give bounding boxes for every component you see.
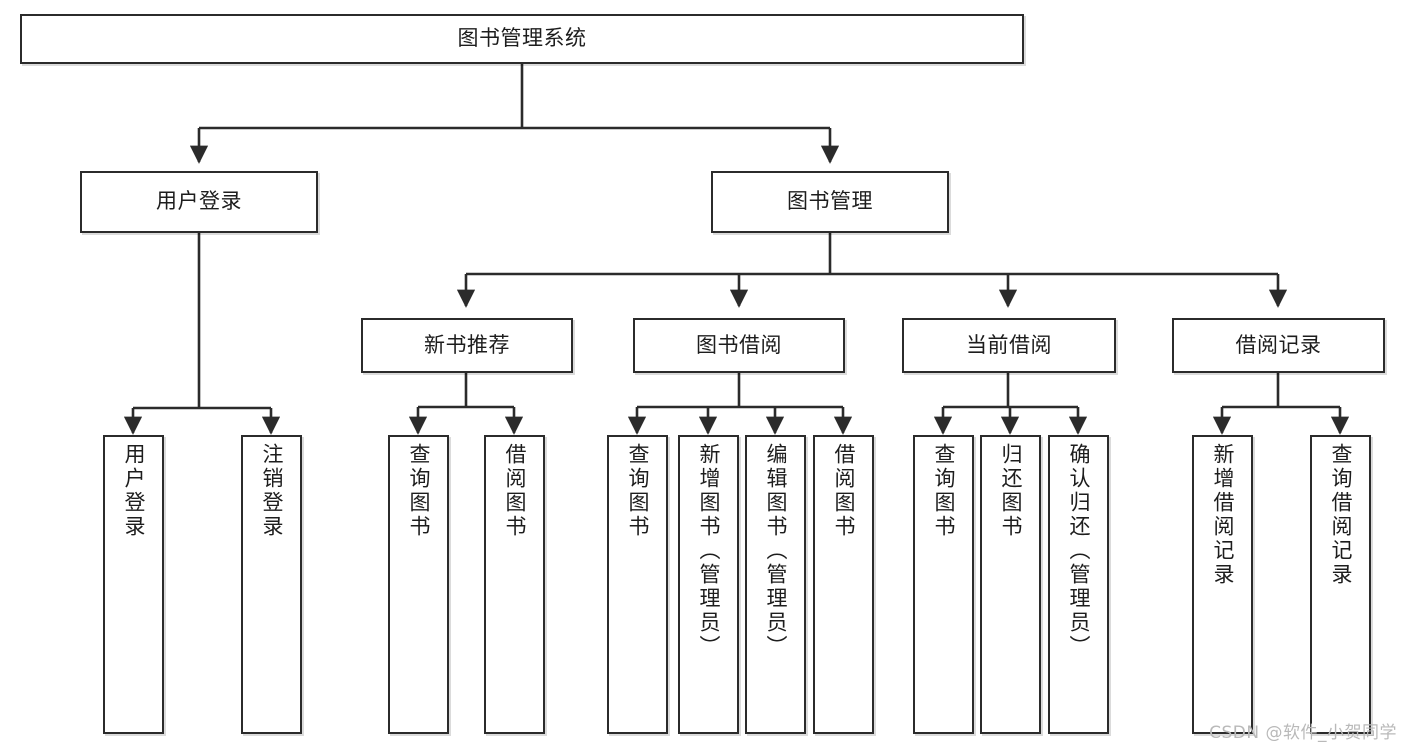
leaf-add-book[interactable]: 新增图书（管理员） bbox=[678, 435, 739, 734]
node-new-book-rec[interactable]: 新书推荐 bbox=[361, 318, 573, 373]
csdn-watermark: CSDN @软件_小贺同学 bbox=[1209, 723, 1397, 743]
node-label: 查询图书 bbox=[626, 443, 650, 539]
node-label: 用户登录 bbox=[156, 189, 242, 214]
node-label: 查询图书 bbox=[932, 443, 956, 539]
node-label: 确认归还（管理员） bbox=[1067, 443, 1091, 659]
node-label: 编辑图书（管理员） bbox=[764, 443, 788, 659]
leaf-borrow-book-2[interactable]: 借阅图书 bbox=[813, 435, 874, 734]
leaf-query-book-2[interactable]: 查询图书 bbox=[607, 435, 668, 734]
node-current-borrow[interactable]: 当前借阅 bbox=[902, 318, 1116, 373]
node-root-system[interactable]: 图书管理系统 bbox=[20, 14, 1024, 64]
node-label: 查询借阅记录 bbox=[1329, 443, 1353, 587]
node-label: 当前借阅 bbox=[966, 332, 1052, 357]
node-book-manage[interactable]: 图书管理 bbox=[711, 171, 949, 233]
leaf-query-record[interactable]: 查询借阅记录 bbox=[1310, 435, 1371, 734]
node-label: 新增借阅记录 bbox=[1211, 443, 1235, 587]
leaf-logout[interactable]: 注销登录 bbox=[241, 435, 302, 734]
node-label: 新增图书（管理员） bbox=[697, 443, 721, 659]
node-label: 借阅图书 bbox=[832, 443, 856, 539]
leaf-query-book-1[interactable]: 查询图书 bbox=[388, 435, 449, 734]
node-label: 借阅图书 bbox=[503, 443, 527, 539]
leaf-return-book[interactable]: 归还图书 bbox=[980, 435, 1041, 734]
node-label: 归还图书 bbox=[999, 443, 1023, 539]
node-label: 图书管理系统 bbox=[457, 26, 587, 51]
leaf-add-record[interactable]: 新增借阅记录 bbox=[1192, 435, 1253, 734]
node-label: 查询图书 bbox=[407, 443, 431, 539]
node-label: 图书借阅 bbox=[696, 332, 782, 357]
node-label: 新书推荐 bbox=[424, 332, 510, 357]
node-label: 借阅记录 bbox=[1235, 332, 1322, 357]
node-label: 注销登录 bbox=[260, 443, 284, 539]
leaf-confirm-return[interactable]: 确认归还（管理员） bbox=[1048, 435, 1109, 734]
node-user-login[interactable]: 用户登录 bbox=[80, 171, 318, 233]
node-borrow-record[interactable]: 借阅记录 bbox=[1172, 318, 1385, 373]
leaf-borrow-book-1[interactable]: 借阅图书 bbox=[484, 435, 545, 734]
leaf-edit-book[interactable]: 编辑图书（管理员） bbox=[745, 435, 806, 734]
leaf-query-book-3[interactable]: 查询图书 bbox=[913, 435, 974, 734]
node-label: 图书管理 bbox=[787, 189, 873, 214]
node-book-borrow[interactable]: 图书借阅 bbox=[633, 318, 845, 373]
leaf-user-login[interactable]: 用户登录 bbox=[103, 435, 164, 734]
node-label: 用户登录 bbox=[122, 443, 146, 539]
